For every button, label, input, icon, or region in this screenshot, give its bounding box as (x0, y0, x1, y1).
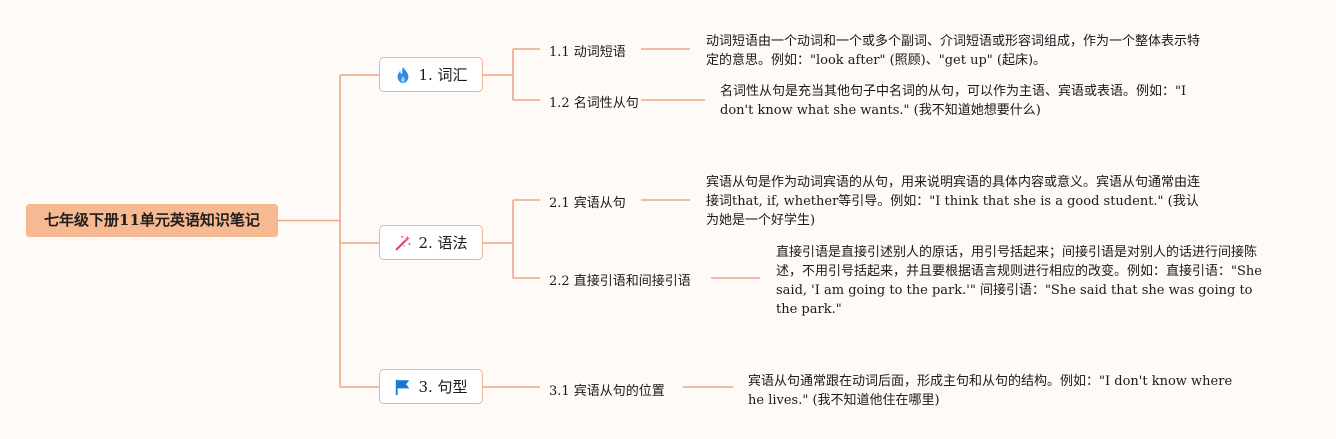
connector-root-trunk (278, 74, 379, 388)
category-label: 3. 句型 (418, 378, 468, 396)
fire-icon (394, 66, 412, 84)
magic-wand-icon (394, 234, 412, 252)
leaf-verb-phrases[interactable]: 1.1 动词短语 (549, 45, 626, 60)
leaf-direct-indirect-speech[interactable]: 2.2 直接引语和间接引语 (549, 274, 691, 289)
category-grammar[interactable]: 2. 语法 (379, 225, 483, 260)
leaf-object-clauses[interactable]: 2.1 宾语从句 (549, 196, 626, 211)
category-label: 2. 语法 (418, 234, 468, 252)
category-sentence-patterns[interactable]: 3. 句型 (379, 369, 483, 404)
note-verb-phrases: 动词短语由一个动词和一个或多个副词、介词短语或形容词组成，作为一个整体表示特定的… (706, 34, 1201, 68)
note-direct-indirect-speech: 直接引语是直接引述别人的原话，用引号括起来；间接引语是对别人的话进行间接陈述，不… (776, 245, 1262, 317)
category-label: 1. 词汇 (418, 66, 468, 84)
connector-cat2 (483, 199, 540, 279)
connector-leaf-notes (641, 48, 760, 388)
note-noun-clauses: 名词性从句是充当其他句子中名词的从句，可以作为主语、宾语或表语。例如："I do… (720, 84, 1187, 118)
flag-icon (394, 378, 412, 396)
note-object-clause-position: 宾语从句通常跟在动词后面，形成主句和从句的结构。例如："I don't know… (748, 374, 1233, 408)
root-node[interactable]: 七年级下册11单元英语知识笔记 (26, 204, 278, 237)
connector-cat1 (483, 48, 540, 101)
leaf-noun-clauses[interactable]: 1.2 名词性从句 (549, 96, 639, 111)
category-vocabulary[interactable]: 1. 词汇 (379, 57, 483, 92)
note-object-clauses: 宾语从句是作为动词宾语的从句，用来说明宾语的具体内容或意义。宾语从句通常由连接词… (706, 175, 1201, 228)
leaf-object-clause-position[interactable]: 3.1 宾语从句的位置 (549, 384, 665, 399)
